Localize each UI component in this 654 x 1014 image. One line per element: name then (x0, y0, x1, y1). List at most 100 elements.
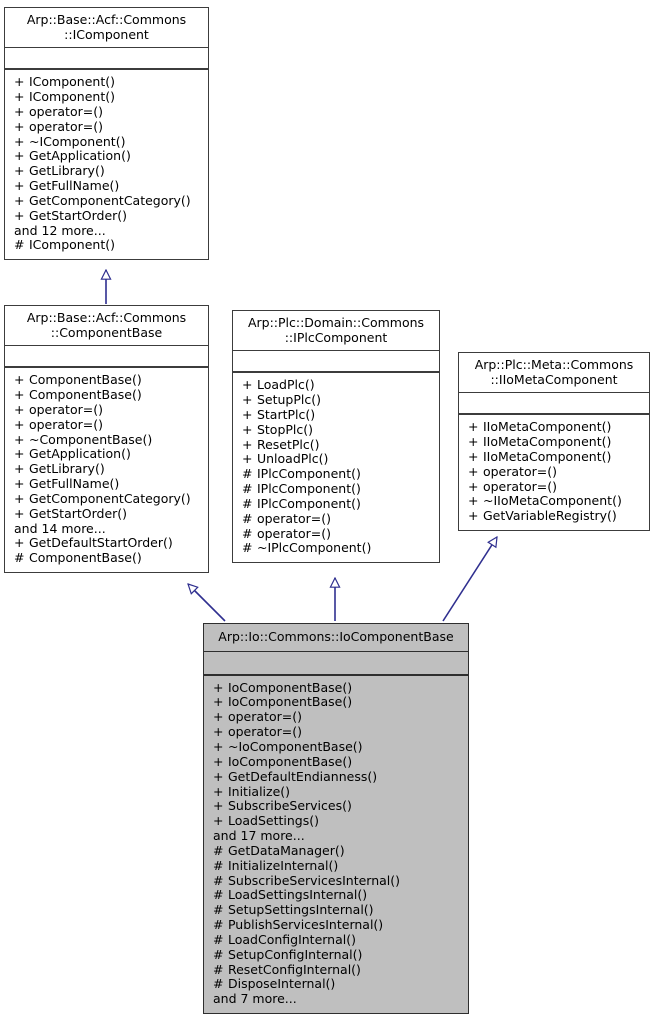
class-member-row: # GetDataManager() (204, 843, 468, 859)
class-member-row: + ~IComponent() (5, 133, 208, 150)
class-member-row: + operator=() (204, 709, 468, 725)
member-name: IPlcComponent() (253, 481, 361, 497)
member-name: and 14 more... (14, 520, 106, 536)
class-member-row: + operator=() (5, 104, 208, 120)
member-visibility: + (213, 724, 224, 740)
member-name: LoadPlc() (253, 377, 315, 393)
class-title: Arp::Base::Acf::Commons ::IComponent (5, 8, 208, 49)
member-visibility: + (14, 535, 25, 551)
member-name: PublishServicesInternal() (224, 917, 384, 933)
member-visibility: + (213, 694, 224, 710)
class-member-row: + GetVariableRegistry() (459, 508, 649, 524)
member-visibility: + (468, 448, 479, 464)
uml-class-iocomponentbase[interactable]: Arp::Io::Commons::IoComponentBase + IoCo… (203, 623, 469, 1014)
member-name: ResetPlc() (253, 436, 320, 452)
member-name: IComponent() (25, 237, 115, 253)
member-visibility: + (213, 679, 224, 695)
member-name: SetupPlc() (253, 392, 321, 408)
class-member-row: + SubscribeServices() (204, 798, 468, 814)
class-member-row: + GetStartOrder() (5, 207, 208, 224)
class-member-row: + UnloadPlc() (233, 451, 439, 467)
member-name: UnloadPlc() (253, 451, 329, 467)
member-name: GetStartOrder() (25, 505, 128, 521)
member-visibility: + (14, 192, 25, 208)
member-name: IIoMetaComponent() (479, 448, 612, 464)
member-name: SetupSettingsInternal() (224, 902, 374, 918)
member-name: operator=() (25, 416, 103, 432)
member-name: GetLibrary() (25, 163, 105, 179)
member-visibility: + (242, 406, 253, 422)
member-visibility: # (213, 887, 224, 903)
member-visibility: + (14, 446, 25, 462)
member-visibility: + (213, 768, 224, 784)
class-member-row: + operator=() (459, 479, 649, 495)
member-name: GetStartOrder() (25, 207, 128, 223)
class-member-row: + ComponentBase() (5, 387, 208, 403)
uml-class-iiometacomponent[interactable]: Arp::Plc::Meta::Commons ::IIoMetaCompone… (458, 352, 650, 532)
member-name: operator=() (25, 401, 103, 417)
member-name: StartPlc() (253, 406, 316, 422)
member-name: ResetConfigInternal() (224, 961, 361, 977)
class-member-row: + ComponentBase() (5, 372, 208, 388)
member-visibility: + (213, 798, 224, 814)
member-name: LoadSettings() (224, 813, 319, 829)
class-member-row: # ResetConfigInternal() (204, 961, 468, 978)
member-name: StopPlc() (253, 421, 314, 437)
member-name: ~ComponentBase() (25, 431, 153, 447)
member-visibility: + (14, 133, 25, 149)
class-member-more-row: and 12 more... (5, 223, 208, 239)
member-name: IoComponentBase() (224, 753, 353, 769)
member-visibility: + (213, 813, 224, 829)
class-member-row: # operator=() (233, 525, 439, 542)
member-visibility: # (213, 946, 224, 962)
uml-class-iplccomponent[interactable]: Arp::Plc::Domain::Commons ::IPlcComponen… (232, 310, 440, 564)
member-visibility: + (213, 738, 224, 754)
member-visibility: + (468, 508, 479, 524)
member-visibility: # (14, 550, 25, 566)
class-member-row: + GetDefaultEndianness() (204, 768, 468, 785)
member-visibility: + (468, 463, 479, 479)
member-name: ~IIoMetaComponent() (479, 493, 622, 509)
member-name: ~IComponent() (25, 133, 126, 149)
class-member-row: + IoComponentBase() (204, 695, 468, 710)
uml-class-icomponent[interactable]: Arp::Base::Acf::Commons ::IComponent + I… (4, 7, 209, 261)
class-operations-compartment: + ComponentBase()+ ComponentBase()+ oper… (5, 368, 208, 572)
member-visibility: + (213, 709, 224, 725)
edge-iocomponentbase-to-componentbase (188, 584, 226, 622)
member-name: ComponentBase() (25, 372, 142, 388)
class-member-row: + IIoMetaComponent() (459, 448, 649, 465)
member-name: LoadConfigInternal() (224, 931, 356, 947)
class-member-row: + LoadSettings() (204, 813, 468, 829)
member-name: operator=() (253, 510, 331, 526)
member-visibility: + (14, 207, 25, 223)
member-visibility: + (14, 387, 25, 403)
class-member-row: + ~IIoMetaComponent() (459, 493, 649, 509)
class-operations-compartment: + IoComponentBase()+ IoComponentBase()+ … (204, 676, 468, 1014)
class-member-row: # ComponentBase() (5, 550, 208, 566)
class-member-more-row: and 14 more... (5, 520, 208, 537)
class-operations-compartment: + IIoMetaComponent()+ IIoMetaComponent()… (459, 415, 649, 530)
class-attributes-compartment (233, 351, 439, 374)
member-name: and 17 more... (213, 828, 305, 844)
member-visibility: + (14, 476, 25, 492)
member-visibility: + (14, 118, 25, 134)
member-name: GetApplication() (25, 148, 131, 164)
class-attributes-compartment (204, 652, 468, 676)
class-member-row: + LoadPlc() (233, 377, 439, 393)
class-member-row: # PublishServicesInternal() (204, 917, 468, 933)
member-visibility: + (14, 178, 25, 194)
member-name: operator=() (253, 525, 331, 541)
member-name: GetVariableRegistry() (479, 508, 617, 524)
member-visibility: + (242, 377, 253, 393)
member-visibility: + (14, 431, 25, 447)
member-name: GetDefaultStartOrder() (25, 535, 173, 551)
class-member-row: + IIoMetaComponent() (459, 434, 649, 450)
class-attributes-compartment (5, 48, 208, 71)
class-member-row: # ~IPlcComponent() (233, 541, 439, 556)
class-member-row: # SetupConfigInternal() (204, 946, 468, 963)
uml-class-componentbase[interactable]: Arp::Base::Acf::Commons ::ComponentBase … (4, 305, 209, 574)
class-title: Arp::Plc::Meta::Commons ::IIoMetaCompone… (459, 353, 649, 394)
class-member-more-row: and 7 more... (204, 991, 468, 1007)
class-member-row: # IPlcComponent() (233, 496, 439, 512)
class-member-row: + GetLibrary() (5, 163, 208, 179)
